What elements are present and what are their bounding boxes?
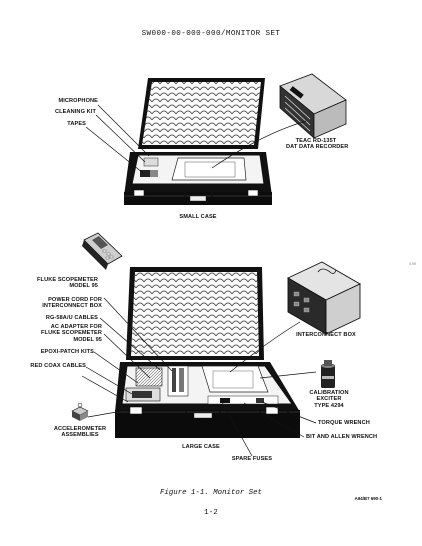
label-tapes: TAPES [67, 121, 86, 127]
fluke-scopemeter [82, 232, 123, 270]
interconnect-box [287, 261, 361, 335]
label-calib-line2: EXCITER [316, 396, 342, 403]
leader-lines [81, 104, 317, 457]
label-calib-line1: CALIBRATION [309, 390, 349, 396]
label-ac-line2: FLUKE SCOPEMETER [41, 330, 102, 337]
figure-code: A94/B7 690-1 [354, 496, 382, 501]
label-calib-line3: TYPE 4294 [314, 402, 344, 409]
label-small-case: SMALL CASE [179, 214, 217, 220]
label-microphone: MICROPHONE [58, 98, 98, 104]
label-red-coax-cables: RED COAX CABLES [30, 363, 86, 369]
label-ac-adapter: AC ADAPTER FOR FLUKE SCOPEMETER MODEL 95 [20, 324, 102, 343]
label-accel-line2: ASSEMBLIES [61, 432, 99, 439]
label-bit-allen-wrench: BIT AND ALLEN WRENCH [306, 434, 378, 440]
label-accel-line1: ACCELEROMETER [53, 426, 107, 432]
large-case [115, 267, 300, 438]
label-teac-line2: DAT DATA RECORDER [286, 144, 349, 151]
page-number: 1-2 [204, 509, 218, 517]
page-header: SW000-00-000-000/MONITOR SET [141, 30, 281, 38]
label-teac-recorder: TEAC RD-135T DAT DATA RECORDER [286, 138, 349, 151]
label-spare-fuses: SPARE FUSES [231, 456, 273, 462]
small-case [124, 78, 272, 205]
label-accelerometer: ACCELEROMETER ASSEMBLIES [46, 426, 114, 439]
label-rg58-cables: RG-58A/U CABLES [45, 315, 98, 321]
label-ac-line1: AC ADAPTER FOR [50, 324, 102, 330]
calibration-exciter [320, 360, 336, 388]
margin-tick: 0.09 [409, 262, 416, 266]
label-power-cord: POWER CORD FOR INTERCONNECT BOX [24, 297, 102, 310]
label-epoxi-patch-kits: EPOXI-PATCH KITS [40, 349, 94, 355]
label-fluke-line1: FLUKE SCOPEMETER [37, 277, 98, 283]
label-cleaning-kit: CLEANING KIT [55, 109, 96, 115]
label-teac-line1: TEAC RD-135T [295, 138, 337, 144]
label-calibration-exciter: CALIBRATION EXCITER TYPE 4294 [304, 390, 354, 409]
label-large-case: LARGE CASE [182, 444, 220, 450]
label-interconnect-box: INTERCONNECT BOX [296, 332, 356, 338]
accelerometer-icon [71, 402, 89, 421]
label-torque-wrench: TORQUE WRENCH [318, 420, 370, 426]
label-fluke-scopemeter: FLUKE SCOPEMETER MODEL 95 [20, 277, 98, 290]
label-ac-line3: MODEL 95 [73, 336, 102, 343]
label-power-line1: POWER CORD FOR [48, 297, 102, 303]
figure-caption: Figure 1-1. Monitor Set [159, 489, 262, 497]
teac-recorder [279, 73, 347, 139]
label-power-line2: INTERCONNECT BOX [42, 303, 102, 310]
label-fluke-line2: MODEL 95 [69, 283, 98, 290]
